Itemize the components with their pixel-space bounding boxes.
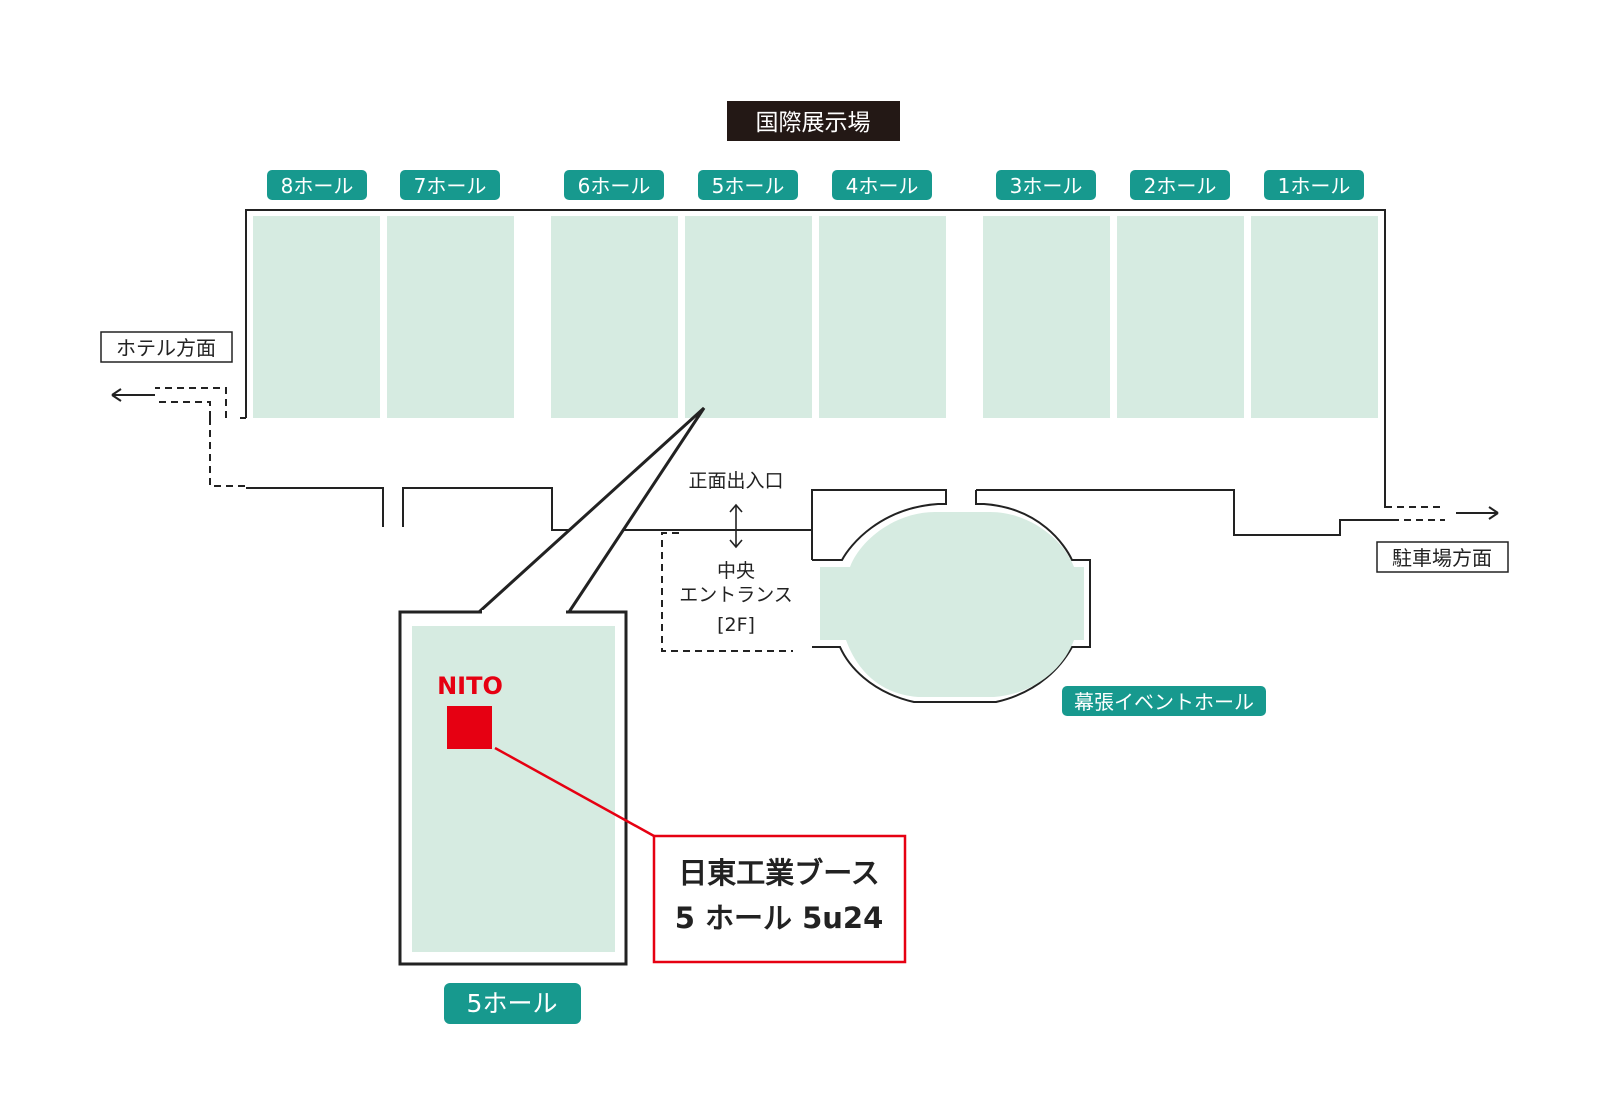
hall-tag-2-label: 2ホール (1144, 174, 1217, 198)
hall-tag-4-label: 4ホール (846, 174, 919, 198)
hotel-direction: ホテル方面 (100, 331, 246, 487)
entrance-block: 正面出入口 中央 エントランス [2F] (661, 470, 793, 652)
hall-tag-5-label: 5ホール (712, 174, 785, 198)
hall-1-area[interactable] (1251, 216, 1378, 418)
hall-tag-1-label: 1ホール (1278, 174, 1351, 198)
hall-5-detail: NITO (398, 610, 655, 966)
front-entrance-label: 正面出入口 (688, 470, 783, 492)
nito-logo: NITO (437, 672, 503, 700)
hotel-direction-label: ホテル方面 (116, 336, 216, 360)
center-entrance-line2: エントランス (679, 584, 793, 606)
hall-tag-6-label: 6ホール (578, 174, 651, 198)
arrow-right-icon (1488, 506, 1499, 520)
hall-2-area[interactable] (1117, 216, 1244, 418)
hall-tag-4[interactable]: 4ホール (832, 170, 932, 200)
hall-tag-8[interactable]: 8ホール (267, 170, 367, 200)
hall-8-area[interactable] (253, 216, 380, 418)
hall-5-detail-tag[interactable]: 5ホール (444, 983, 581, 1024)
hall-tag-7[interactable]: 7ホール (400, 170, 500, 200)
hall-tag-1[interactable]: 1ホール (1264, 170, 1364, 200)
booth-marker[interactable] (447, 706, 492, 749)
up-down-arrow-icon (729, 503, 743, 549)
venue-title: 国際展示場 (727, 101, 900, 141)
center-entrance-line1: 中央 (717, 560, 755, 582)
venue-title-text: 国際展示場 (756, 110, 871, 136)
hall-tag-2[interactable]: 2ホール (1130, 170, 1230, 200)
hall-tag-3[interactable]: 3ホール (996, 170, 1096, 200)
hall-5-area[interactable] (685, 216, 812, 418)
center-entrance-floor: [2F] (717, 614, 755, 636)
booth-number: 5 ホール 5u24 (675, 901, 884, 935)
hall-6-area[interactable] (551, 216, 678, 418)
hall-3-area[interactable] (983, 216, 1110, 418)
hall-5-detail-area[interactable] (412, 626, 615, 952)
booth-leader-line (494, 746, 655, 838)
event-hall-area[interactable] (820, 512, 1084, 697)
hall-5-detail-tag-label: 5ホール (467, 989, 558, 1018)
hall-tag-6[interactable]: 6ホール (564, 170, 664, 200)
event-hall-tag[interactable]: 幕張イベントホール (1062, 686, 1266, 716)
hall-tag-7-label: 7ホール (414, 174, 487, 198)
building-outline (240, 209, 1392, 703)
halls-row (253, 216, 1378, 418)
hall-tag-8-label: 8ホール (281, 174, 354, 198)
parking-direction-label: 駐車場方面 (1392, 546, 1492, 570)
hall-tag-5[interactable]: 5ホール (698, 170, 798, 200)
arrow-left-icon (111, 388, 122, 402)
booth-info-box: 日東工業ブース 5 ホール 5u24 (652, 834, 907, 964)
parking-direction: 駐車場方面 (1376, 506, 1509, 573)
hall-4-area[interactable] (819, 216, 946, 418)
booth-name: 日東工業ブース (678, 856, 880, 890)
callout-pointer (477, 406, 706, 614)
event-hall-tag-label: 幕張イベントホール (1074, 690, 1254, 714)
hall-7-area[interactable] (387, 216, 514, 418)
hall-tag-3-label: 3ホール (1010, 174, 1083, 198)
